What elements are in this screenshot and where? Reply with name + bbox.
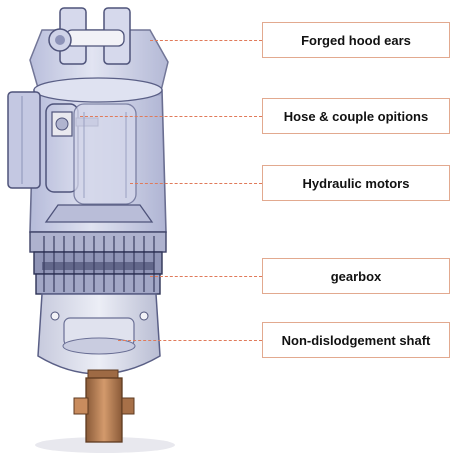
label-hose-couple-options: Hose & couple opitions (262, 98, 450, 134)
hood-ears (29, 7, 169, 96)
label-gearbox: gearbox (262, 258, 450, 294)
leader-line-gearbox (150, 276, 262, 277)
label-forged-hood-ears: Forged hood ears (262, 22, 450, 58)
output-shaft (73, 369, 135, 443)
label-hydraulic-motors: Hydraulic motors (262, 165, 450, 201)
hose-couplers (45, 103, 99, 193)
hydraulic-motor (44, 103, 154, 223)
lower-housing (37, 293, 161, 375)
label-non-dislodgement-shaft: Non-dislodgement shaft (262, 322, 450, 358)
leader-line-hose (80, 116, 262, 117)
gearbox-assembly (29, 231, 167, 295)
leader-line-shaft (118, 340, 262, 341)
leader-line-motor (130, 183, 262, 184)
leader-line-hood (150, 40, 262, 41)
